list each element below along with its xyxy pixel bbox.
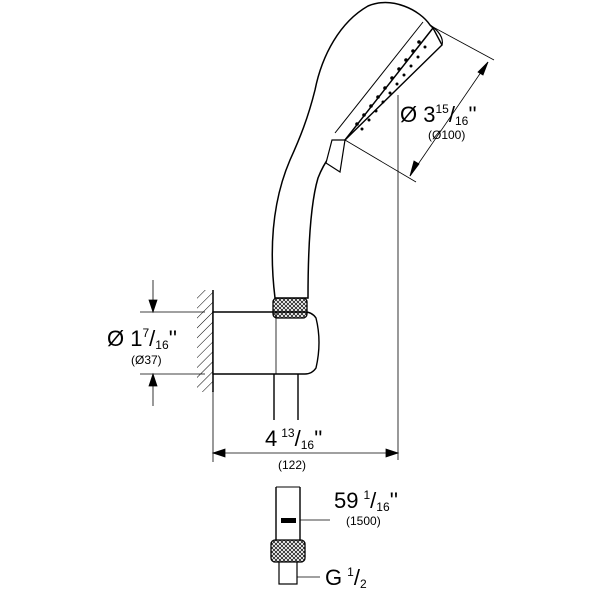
hose-thread <box>278 561 298 585</box>
hand-shower <box>271 1 443 319</box>
dim-head-diameter-metric: (Ø100) <box>428 128 465 142</box>
handle-nut <box>272 297 308 319</box>
dim-holder-diameter-metric: (Ø37) <box>131 353 162 367</box>
hose-marking <box>281 518 296 523</box>
wall-holder <box>212 311 320 375</box>
dim-head-diameter-lines <box>344 26 495 183</box>
spray-selector <box>325 139 346 174</box>
dim-projection-metric: (122) <box>278 458 306 472</box>
dim-hose-length-metric: (1500) <box>346 514 381 528</box>
dim-holder-diameter: Ø 17/16'' <box>107 326 177 352</box>
hose-lower <box>270 486 330 585</box>
spray-nozzles <box>355 40 427 131</box>
dim-head-diameter: Ø 315/16'' <box>400 102 477 128</box>
dim-projection-lines <box>211 392 400 462</box>
hose-connector-nut <box>270 539 306 563</box>
wall <box>197 290 214 392</box>
hose-upper <box>273 374 299 420</box>
dim-holder-diameter-lines <box>140 280 205 406</box>
